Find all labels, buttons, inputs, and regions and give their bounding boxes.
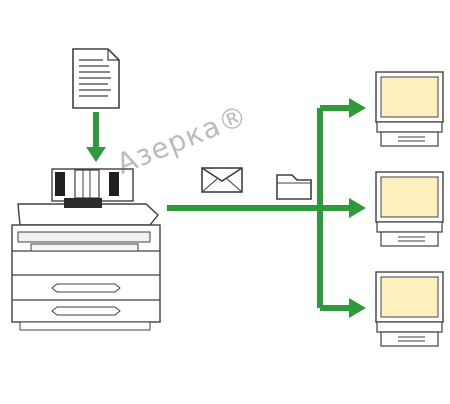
envelope-icon bbox=[201, 167, 243, 193]
computer-icon bbox=[375, 271, 444, 347]
computer-bottom bbox=[375, 271, 444, 347]
folder-icon bbox=[276, 174, 312, 200]
wide-format-printer-icon bbox=[11, 168, 161, 331]
computer-icon bbox=[375, 71, 444, 147]
computer-middle bbox=[375, 171, 444, 247]
printer-to-network-arrow bbox=[167, 98, 366, 318]
document-to-printer-arrow bbox=[86, 112, 106, 162]
computer-icon bbox=[375, 171, 444, 247]
document-icon bbox=[72, 48, 120, 109]
computer-top bbox=[375, 71, 444, 147]
